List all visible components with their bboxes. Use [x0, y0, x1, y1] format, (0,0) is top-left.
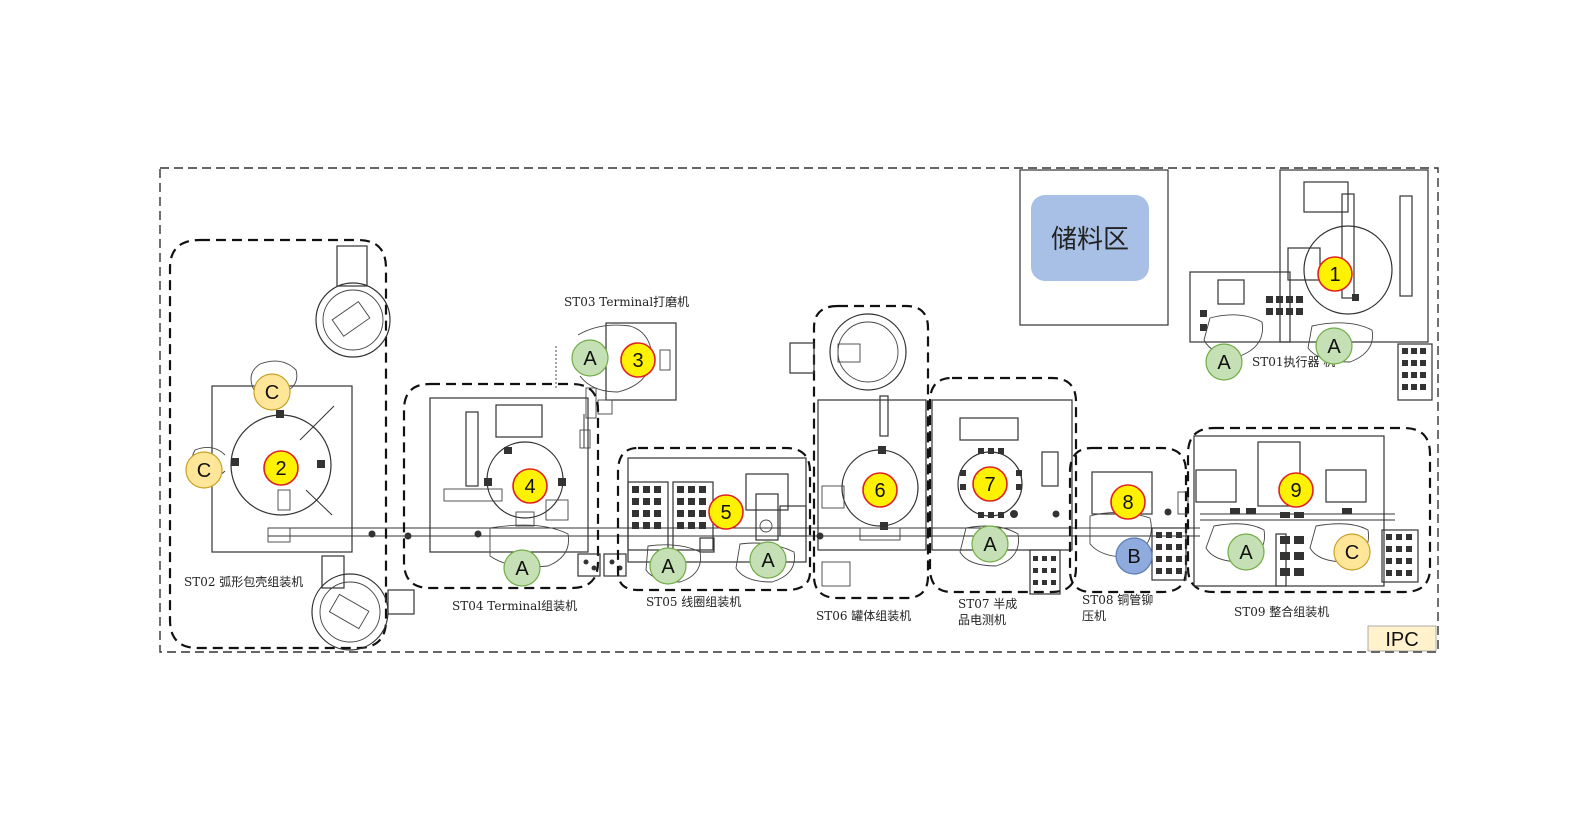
operator-a-st07: [971, 525, 1009, 563]
zone-st04: ST04 Terminal组装机: [402, 382, 627, 613]
station-label-st03: ST03 Terminal打磨机: [564, 295, 689, 309]
station-badge-4-text: 4: [524, 476, 535, 498]
operator-b-st08: [1115, 537, 1153, 575]
station-badge-3-text: 3: [632, 350, 643, 372]
operator-a-st01-right-text: A: [1327, 336, 1341, 358]
operator-a-st03-text: A: [583, 348, 597, 370]
station-label-st06: ST06 罐体组装机: [816, 609, 911, 623]
factory-boundary: [159, 167, 1439, 653]
zone-st02: ST02 弧形包壳组装机: [168, 238, 415, 651]
station-badge-6: [862, 472, 898, 508]
station-label-st05: ST05 线圈组装机: [646, 595, 741, 609]
operator-a-st07-text: A: [983, 534, 997, 556]
storage-area-tag: [1031, 195, 1149, 281]
station-label-st07-line2: 品电测机: [958, 613, 1006, 627]
operator-a-st01-left-text: A: [1217, 352, 1231, 374]
operator-c-st09-text: C: [1345, 542, 1359, 564]
operator-marker-texts: A A A A A A A A B C C C: [197, 336, 1359, 580]
operator-a-st04-text: A: [515, 558, 529, 580]
ipc-tag: [1367, 625, 1437, 652]
station-badge-3: [620, 342, 656, 378]
operator-b-st08-text: B: [1127, 546, 1140, 568]
station-badge-1: [1317, 256, 1353, 292]
operator-a-st04: [503, 549, 541, 587]
grid-tray-st05: [632, 486, 706, 529]
operator-a-st05-right: [749, 541, 787, 579]
operator-a-st01-right: [1315, 327, 1353, 365]
station-number-texts: 1 2 3 4 5 6 7 8 9: [275, 264, 1340, 524]
station-label-st04: ST04 Terminal组装机: [452, 599, 577, 613]
storage-area-label: 储料区: [1051, 225, 1129, 255]
station-badge-8: [1110, 484, 1146, 520]
zone-st05: ST05 线圈组装机: [616, 446, 812, 609]
operator-a-st09-text: A: [1239, 542, 1253, 564]
operator-markers: [185, 327, 1371, 587]
station-badge-7-text: 7: [984, 474, 995, 496]
station-label-st08-line2: 压机: [1082, 609, 1106, 623]
operator-c-st02-top-text: C: [265, 382, 279, 404]
station-badge-2-text: 2: [275, 458, 286, 480]
operator-c-st02-left: [185, 451, 223, 489]
station-badge-7: [972, 466, 1008, 502]
station-badge-5-text: 5: [720, 502, 731, 524]
station-badge-9-text: 9: [1290, 480, 1301, 502]
ipc-label: IPC: [1385, 629, 1418, 651]
operator-a-st05-right-text: A: [761, 550, 775, 572]
station-badge-9: [1278, 472, 1314, 508]
operator-a-st05-left-text: A: [661, 556, 675, 578]
operator-c-st09: [1333, 533, 1371, 571]
station-badge-4: [512, 468, 548, 504]
zone-st07: ST07 半成 品电测机: [928, 376, 1078, 627]
station-label-st07-line1: ST07 半成: [958, 597, 1017, 611]
operator-a-st01-left: [1205, 343, 1243, 381]
operator-c-st02-top: [253, 373, 291, 411]
station-badge-1-text: 1: [1329, 264, 1340, 286]
zone-st06: ST06 罐体组装机: [789, 304, 930, 623]
operator-a-st03: [571, 339, 609, 377]
zone-st03: ST03 Terminal打磨机: [555, 295, 689, 448]
station-badge-8-text: 8: [1122, 492, 1133, 514]
station-label-st02: ST02 弧形包壳组装机: [184, 575, 303, 589]
operator-c-st02-left-text: C: [197, 460, 211, 482]
fixture-pads-st07: [960, 448, 1022, 518]
station-label-st08-line1: ST08 铜管铆: [1082, 592, 1153, 607]
station-number-badges: [263, 256, 1353, 530]
operator-a-st09: [1227, 533, 1265, 571]
zone-st08: ST08 铜管铆 压机: [1068, 446, 1189, 623]
station-badge-5: [708, 494, 744, 530]
station-label-st01: ST01执行器 机: [1252, 355, 1335, 369]
station-badge-2: [263, 450, 299, 486]
station-label-st09: ST09 整合组装机: [1234, 604, 1329, 619]
station-badge-6-text: 6: [874, 480, 885, 502]
zone-st09: ST09 整合组装机: [1186, 426, 1432, 619]
operator-a-st05-left: [649, 547, 687, 585]
